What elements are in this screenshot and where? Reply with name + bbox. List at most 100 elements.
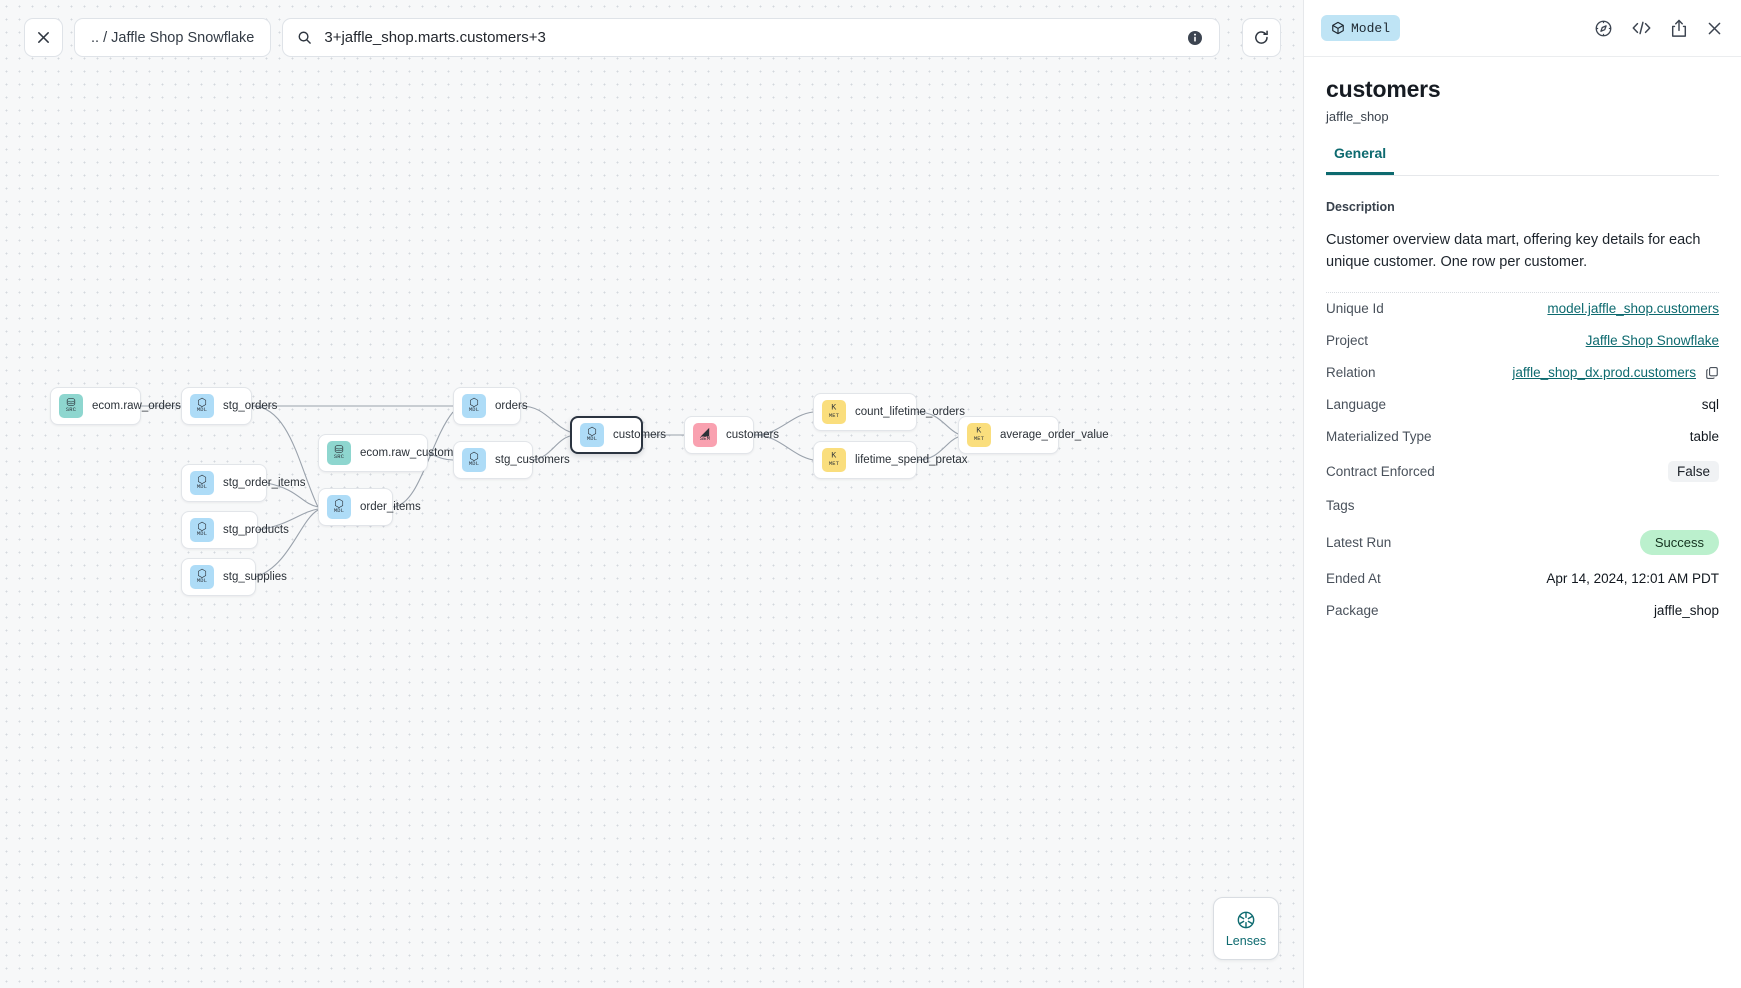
detail-row-value: jaffle_shop_dx.prod.customers xyxy=(1512,365,1719,380)
detail-row-value: table xyxy=(1690,429,1719,444)
sem-type-icon: ◢SEM xyxy=(693,423,717,447)
lineage-node-stg_customers[interactable]: ⬡MDL stg_customers xyxy=(453,441,570,479)
details-panel-body: Description Customer overview data mart,… xyxy=(1304,176,1741,627)
description-text: Customer overview data mart, offering ke… xyxy=(1326,229,1719,293)
status-badge: False xyxy=(1667,460,1719,482)
detail-row-key: Tags xyxy=(1326,498,1355,514)
detail-row-key: Project xyxy=(1326,333,1369,349)
details-panel-header: Model xyxy=(1304,0,1741,57)
detail-row-key: Unique Id xyxy=(1326,301,1384,317)
detail-row: Ended At Apr 14, 2024, 12:01 AM PDT xyxy=(1326,563,1719,595)
panel-action-icons xyxy=(1594,19,1723,38)
lineage-node-orders[interactable]: ⬡MDL orders xyxy=(453,387,528,425)
lineage-node-stg_supplies[interactable]: ⬡MDL stg_supplies xyxy=(181,558,287,596)
detail-row: Tags xyxy=(1326,490,1719,522)
lineage-node-label: count_lifetime_orders xyxy=(855,406,965,418)
status-badge[interactable]: Success xyxy=(1639,529,1719,555)
lenses-label: Lenses xyxy=(1225,933,1267,948)
detail-value-link[interactable]: Jaffle Shop Snowflake xyxy=(1585,333,1719,349)
detail-row: Latest Run Success xyxy=(1326,522,1719,563)
mdl-type-icon: ⬡MDL xyxy=(580,423,604,447)
detail-row-value: Jaffle Shop Snowflake xyxy=(1586,333,1719,348)
detail-row-key: Ended At xyxy=(1326,571,1381,587)
tab-general[interactable]: General xyxy=(1326,145,1395,175)
lineage-node-label: stg_customers xyxy=(495,454,570,466)
lenses-button[interactable]: Lenses xyxy=(1213,897,1279,960)
lineage-node-ecom_raw_customers[interactable]: ⛁SRC ecom.raw_customers xyxy=(318,434,469,472)
breadcrumb[interactable]: .. / Jaffle Shop Snowflake xyxy=(74,18,272,57)
description-label: Description xyxy=(1326,200,1395,214)
code-icon[interactable] xyxy=(1631,19,1652,37)
detail-value-link[interactable]: jaffle_shop_dx.prod.customers xyxy=(1512,365,1696,381)
node-type-badge[interactable]: Model xyxy=(1321,15,1401,41)
detail-row-key: Latest Run xyxy=(1326,534,1392,550)
mdl-type-icon: ⬡MDL xyxy=(190,565,214,589)
detail-row: Unique Id model.jaffle_shop.customers xyxy=(1326,293,1719,325)
explore-icon[interactable] xyxy=(1594,19,1613,38)
node-type-label: Model xyxy=(1351,20,1391,36)
lineage-edge xyxy=(520,405,571,433)
lineage-node-label: average_order_value xyxy=(1000,429,1109,441)
copy-icon[interactable] xyxy=(1705,366,1719,380)
lineage-node-label: orders xyxy=(495,400,528,412)
detail-row-key: Contract Enforced xyxy=(1326,463,1435,479)
lineage-node-label: customers xyxy=(726,429,780,441)
src-type-icon: ⛁SRC xyxy=(327,441,351,465)
lineage-node-label: lifetime_spend_pretax xyxy=(855,454,968,466)
detail-row-key: Language xyxy=(1326,397,1387,413)
aperture-icon xyxy=(1236,910,1256,930)
page-title: customers xyxy=(1326,76,1441,102)
detail-row: Project Jaffle Shop Snowflake xyxy=(1326,325,1719,357)
detail-value-link[interactable]: model.jaffle_shop.customers xyxy=(1547,301,1719,317)
refresh-button[interactable] xyxy=(1242,18,1282,57)
close-lineage-button[interactable] xyxy=(24,18,63,57)
lineage-node-label: ecom.raw_customers xyxy=(360,447,470,459)
close-icon[interactable] xyxy=(1706,20,1723,37)
page-subtitle: jaffle_shop xyxy=(1326,109,1389,124)
detail-value-text: table xyxy=(1689,429,1719,445)
mdl-type-icon: ⬡MDL xyxy=(462,394,486,418)
share-icon[interactable] xyxy=(1670,19,1688,38)
detail-row-value: model.jaffle_shop.customers xyxy=(1547,301,1719,316)
detail-row-key: Relation xyxy=(1326,365,1376,381)
lineage-node-label: stg_supplies xyxy=(223,571,287,583)
search-icon xyxy=(297,30,312,45)
mdl-type-icon: ⬡MDL xyxy=(190,394,214,418)
mdl-type-icon: ⬡MDL xyxy=(462,448,486,472)
canvas-toolbar: .. / Jaffle Shop Snowflake 3+jaffle_shop… xyxy=(24,18,1282,57)
mdl-type-icon: ⬡MDL xyxy=(327,495,351,519)
detail-value-text: sql xyxy=(1701,397,1719,413)
details-panel: Model customers jaffle_shop xyxy=(1303,0,1741,988)
lineage-node-ecom_raw_orders[interactable]: ⛁SRC ecom.raw_orders xyxy=(50,387,181,425)
detail-row: Contract Enforced False xyxy=(1326,453,1719,490)
lineage-search-field[interactable]: 3+jaffle_shop.marts.customers+3 xyxy=(282,18,1221,57)
lineage-canvas[interactable]: .. / Jaffle Shop Snowflake 3+jaffle_shop… xyxy=(0,0,1303,988)
panel-tabs: General xyxy=(1326,145,1719,176)
mdl-type-icon: ⬡MDL xyxy=(190,471,214,495)
lineage-node-stg_order_items[interactable]: ⬡MDL stg_order_items xyxy=(181,464,305,502)
src-type-icon: ⛁SRC xyxy=(59,394,83,418)
detail-row-value: sql xyxy=(1702,397,1719,412)
info-icon[interactable] xyxy=(1187,30,1203,46)
detail-value-text: jaffle_shop xyxy=(1653,603,1719,619)
detail-row-value: Apr 14, 2024, 12:01 AM PDT xyxy=(1546,571,1719,586)
lineage-node-customers_semantic[interactable]: ◢SEM customers xyxy=(684,416,779,454)
lineage-node-label: stg_products xyxy=(223,524,289,536)
lineage-edge xyxy=(255,509,319,578)
lineage-node-label: stg_order_items xyxy=(223,477,306,489)
detail-row: Language sql xyxy=(1326,389,1719,421)
lineage-node-label: ecom.raw_orders xyxy=(92,400,181,412)
